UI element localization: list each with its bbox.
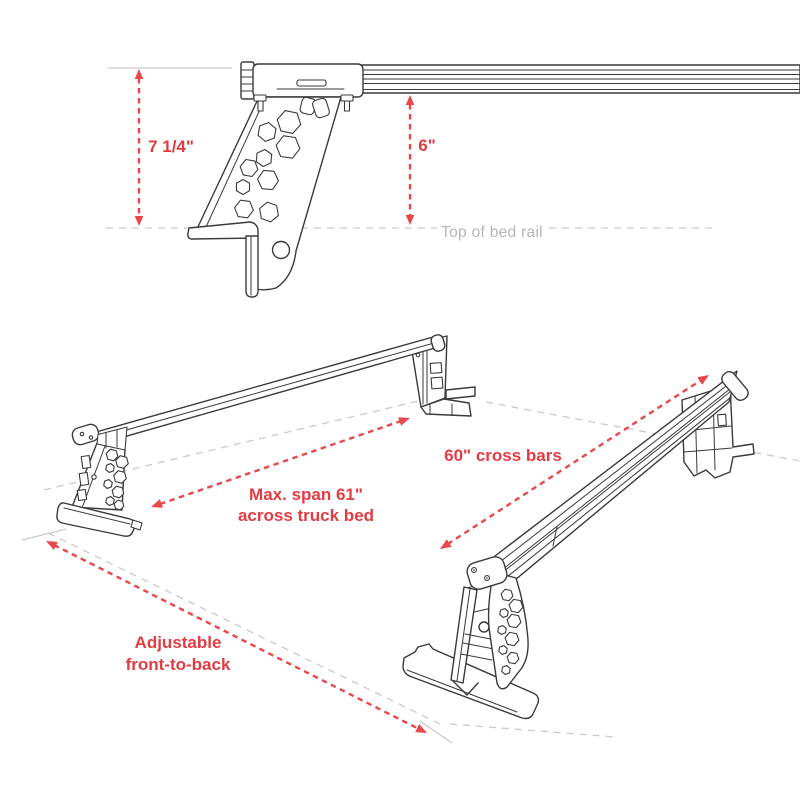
mounting-bracket-side [187, 94, 354, 298]
adjustability-dimension: Adjustable front-to-back [46, 541, 427, 733]
max-span-label-line1: Max. span 61" [249, 485, 363, 504]
crossbar-length-dimension: 60" cross bars [440, 375, 709, 549]
bed-rail-label: Top of bed rail [441, 224, 543, 241]
front-bar-right-end-cap [430, 334, 446, 352]
rear-bar-near-foot [402, 643, 540, 720]
side-view: 7 1/4" 6" Top of bed rail [106, 61, 800, 298]
rear-crossbar [494, 370, 749, 591]
max-span-label-line2: across truck bed [238, 506, 374, 525]
clamp-knob [299, 96, 330, 119]
rear-bar-near-end-cap [466, 556, 508, 590]
crossbar-side-profile [240, 61, 800, 100]
above-rail-dimension: 6" [405, 95, 436, 225]
rear-bar-right-end-cap [721, 370, 749, 402]
adjustability-label-line1: Adjustable [135, 633, 222, 652]
bracket-hole [271, 240, 291, 260]
above-rail-label: 6" [418, 136, 436, 155]
front-bar-near-upright [71, 442, 130, 510]
iso-view: Max. span 61" across truck bed 60" cross… [21, 334, 800, 744]
rear-crossbar-assembly [402, 370, 755, 720]
total-height-label: 7 1/4" [148, 137, 194, 156]
t-bolts [253, 94, 354, 112]
front-bar-left-end-cap [71, 423, 100, 446]
front-bar-far-upright [410, 335, 476, 417]
bracket-hook-leg [245, 235, 259, 298]
max-span-dimension: Max. span 61" across truck bed [151, 417, 410, 525]
front-crossbar-assembly [56, 334, 476, 537]
bar-end-cap [240, 61, 255, 100]
total-height-dimension: 7 1/4" [134, 69, 194, 226]
crossbar-length-label: 60" cross bars [444, 446, 562, 465]
front-crossbar [71, 334, 446, 451]
front-bar-near-foot [56, 502, 143, 537]
adjustability-label-line2: front-to-back [126, 655, 231, 674]
